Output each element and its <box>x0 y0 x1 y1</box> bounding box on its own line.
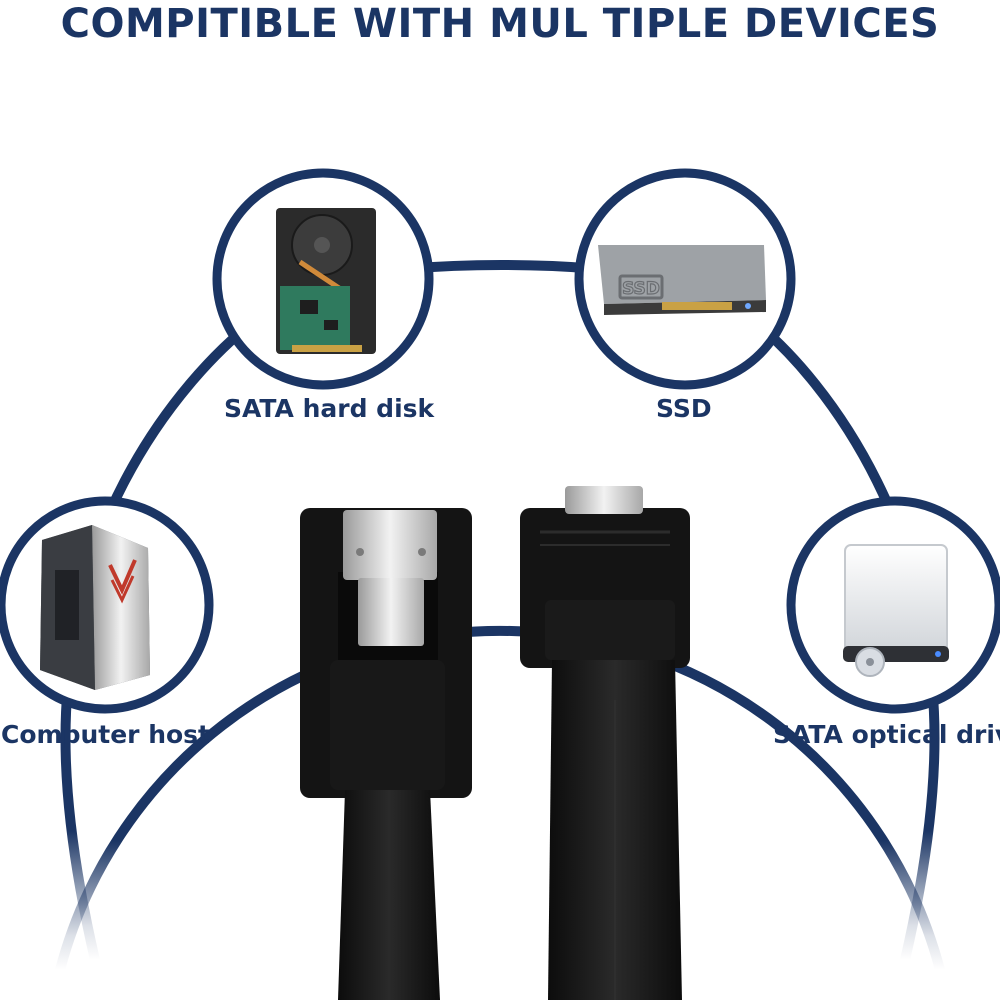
label-ssd: SSD <box>656 394 712 423</box>
connection-arc <box>55 625 945 972</box>
headline: COMPITIBLE WITH MUL TIPLE DEVICES <box>60 1 940 47</box>
optical-drive-icon <box>843 544 949 677</box>
sata-cable-connectors-icon <box>300 486 690 1000</box>
label-sata-hard-disk: SATA hard disk <box>224 394 435 423</box>
hard-disk-circle <box>212 168 434 390</box>
connection-arc-top <box>75 260 925 602</box>
hard-disk-icon <box>276 208 376 354</box>
ssd-circle: SSD <box>574 168 796 390</box>
ssd-icon: SSD <box>598 245 766 315</box>
ssd-badge: SSD <box>622 279 660 299</box>
computer-host-circle <box>0 496 214 714</box>
label-computer-host: Computer host <box>1 720 211 749</box>
computer-case-icon <box>40 525 150 690</box>
label-sata-optical-drive: SATA optical driv <box>773 720 1000 749</box>
optical-drive-circle <box>786 496 1000 714</box>
